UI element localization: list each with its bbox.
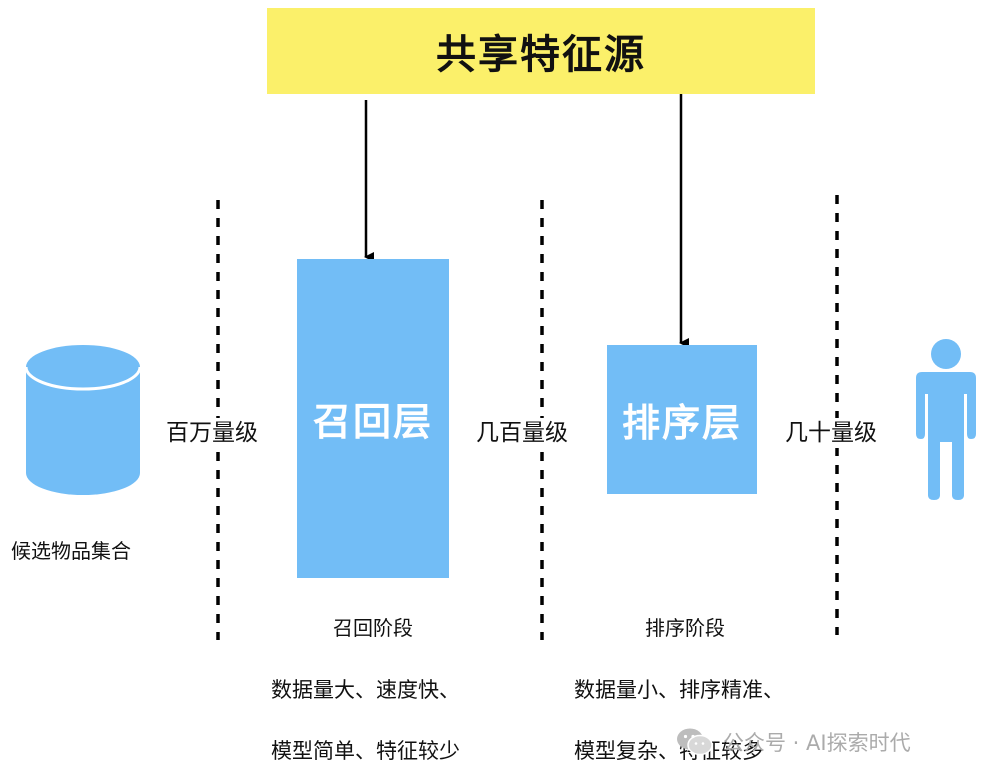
watermark: 公众号 · AI探索时代 — [675, 722, 911, 762]
ranking-layer-box: 排序层 — [607, 345, 757, 494]
person-icon — [916, 339, 976, 500]
scale-label-tens: 几十量级 — [783, 418, 879, 448]
ranking-stage-label: 排序阶段 — [645, 616, 725, 640]
scale-label-hundreds: 几百量级 — [474, 418, 570, 448]
candidate-pool-caption: 候选物品集合 — [11, 539, 131, 563]
shared-feature-source: 共享特征源 — [267, 8, 815, 94]
wechat-icon — [677, 728, 713, 756]
ranking-desc-line1: 数据量小、排序精准、 — [574, 678, 784, 702]
watermark-text: 公众号 · AI探索时代 — [723, 731, 911, 755]
recall-desc-line1: 数据量大、速度快、 — [271, 678, 460, 702]
recall-desc-line2: 模型简单、特征较少 — [271, 739, 460, 763]
recall-stage-label: 召回阶段 — [333, 616, 413, 640]
recall-layer-box: 召回层 — [297, 259, 449, 578]
ranking-desc-line2: 模型复杂、特征较多 — [574, 739, 763, 763]
database-icon — [24, 345, 142, 495]
scale-label-millions: 百万量级 — [164, 418, 260, 448]
